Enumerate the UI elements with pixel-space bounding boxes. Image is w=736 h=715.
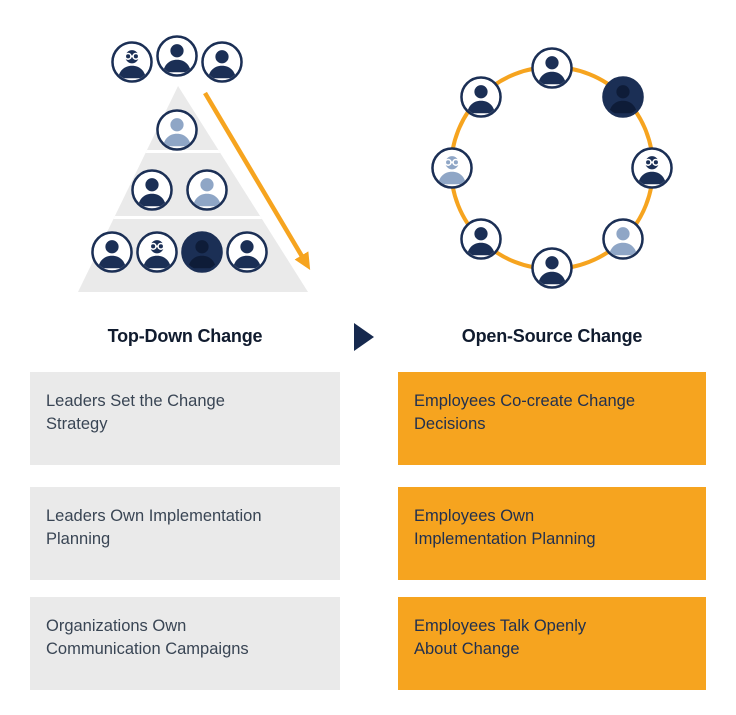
box-text-line: Employees Talk Openly: [414, 617, 587, 635]
right-triangle-icon: [354, 323, 374, 351]
box-text-line: Implementation Planning: [414, 530, 596, 549]
pyramid-tier-divider: [78, 150, 308, 153]
person-avatar-icon: [156, 35, 198, 77]
box-text-line: Communication Campaigns: [46, 640, 249, 659]
person-avatar-icon: [460, 76, 502, 118]
top-down-box-2: Leaders Own Implementation Planning: [30, 487, 340, 580]
box-text-line: Planning: [46, 530, 111, 549]
box-text-line: Leaders Set the Change: [46, 392, 225, 410]
person-avatar-icon: [602, 218, 644, 260]
box-text-line: About Change: [414, 640, 520, 659]
top-down-box-3: Organizations Own Communication Campaign…: [30, 597, 340, 690]
box-text-line: Decisions: [414, 415, 486, 434]
box-text-line: Organizations Own: [46, 617, 187, 635]
box-text-line: Strategy: [46, 415, 108, 434]
open-source-circle-figure: [368, 0, 736, 312]
person-avatar-icon: [431, 147, 473, 189]
person-avatar-icon: [531, 247, 573, 289]
person-avatar-icon: [156, 109, 198, 151]
person-avatar-icon: [631, 147, 673, 189]
open-source-box-2: Employees Own Implementation Planning: [398, 487, 706, 580]
person-avatar-icon: [91, 231, 133, 273]
pyramid-tier-divider: [78, 216, 308, 219]
open-source-box-3: Employees Talk Openly About Change: [398, 597, 706, 690]
person-avatar-icon: [136, 231, 178, 273]
box-text-line: Employees Own: [414, 507, 535, 525]
box-text-line: Employees Co-create Change: [414, 392, 636, 410]
open-source-box-1: Employees Co-create Change Decisions: [398, 372, 706, 465]
box-text-line: Leaders Own Implementation: [46, 507, 262, 525]
person-avatar-icon: [201, 41, 243, 83]
person-avatar-icon: [531, 47, 573, 89]
top-down-pyramid-figure: [0, 0, 368, 312]
person-avatar-icon: [186, 169, 228, 211]
person-avatar-icon: [111, 41, 153, 83]
person-avatar-icon: [460, 218, 502, 260]
top-down-box-1: Leaders Set the Change Strategy: [30, 372, 340, 465]
person-avatar-icon: [181, 231, 223, 273]
open-source-title: Open-Source Change: [461, 326, 643, 346]
person-avatar-icon: [131, 169, 173, 211]
top-down-title: Top-Down Change: [107, 326, 263, 346]
person-avatar-icon: [602, 76, 644, 118]
person-avatar-icon: [226, 231, 268, 273]
